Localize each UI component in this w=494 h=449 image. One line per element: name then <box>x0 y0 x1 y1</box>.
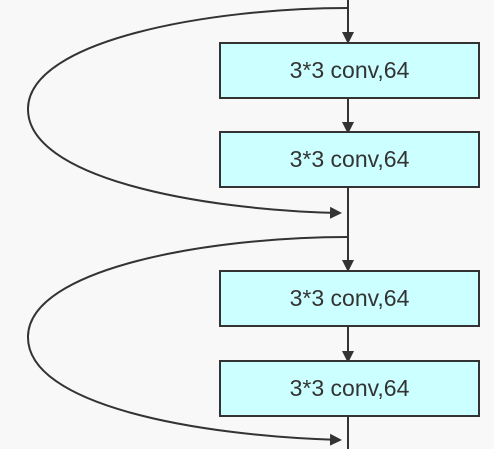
skip-connection-1 <box>26 7 349 219</box>
conv-block-4: 3*3 conv,64 <box>219 360 480 417</box>
conv-block-3: 3*3 conv,64 <box>219 270 480 327</box>
conv-block-4-label: 3*3 conv,64 <box>290 375 410 401</box>
skip-connection-2 <box>26 236 349 446</box>
conv-block-1-label: 3*3 conv,64 <box>290 57 410 83</box>
conv-block-1: 3*3 conv,64 <box>219 42 480 99</box>
conv-block-3-label: 3*3 conv,64 <box>290 285 410 311</box>
conv-block-2-label: 3*3 conv,64 <box>290 146 410 172</box>
conv-block-2: 3*3 conv,64 <box>219 131 480 188</box>
